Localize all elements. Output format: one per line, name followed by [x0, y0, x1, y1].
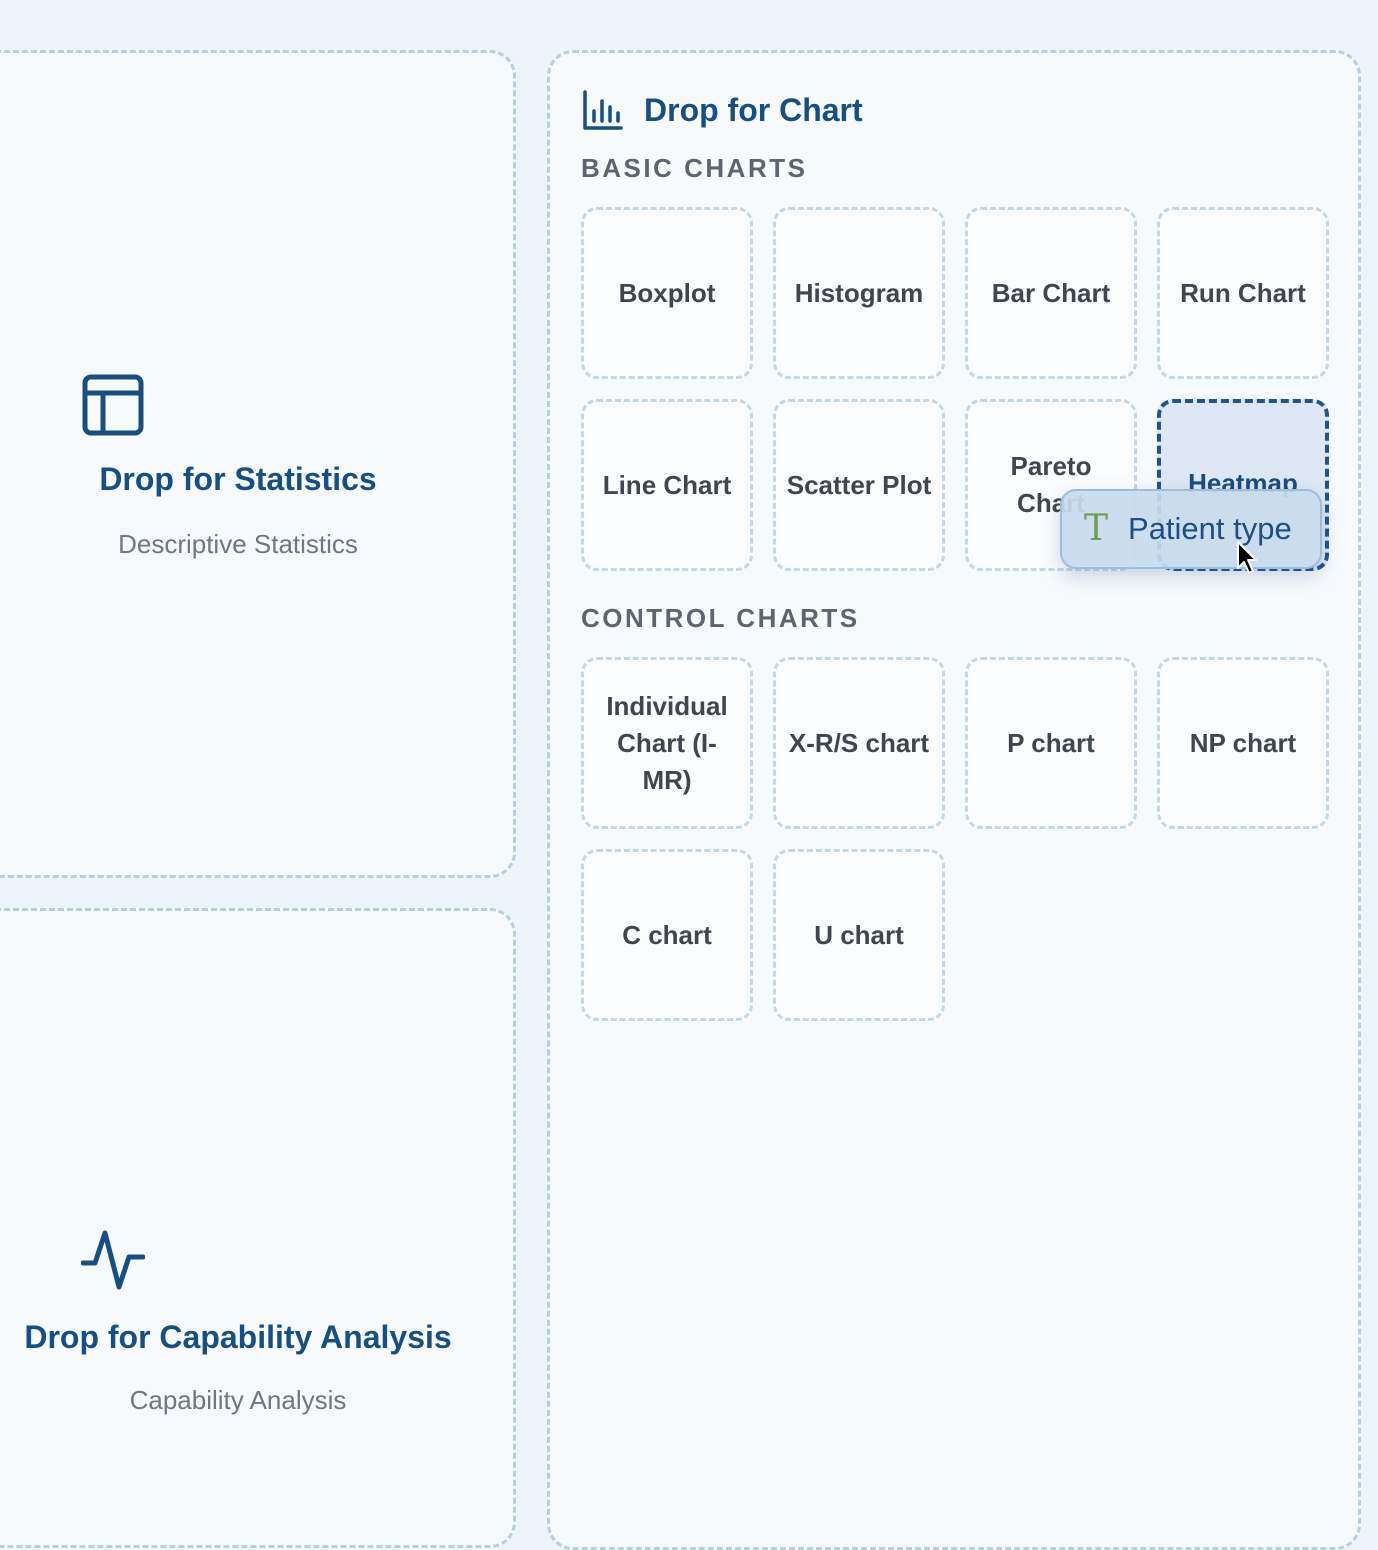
- chart-option-label: Run Chart: [1180, 277, 1306, 308]
- chart-option-label: U chart: [814, 919, 904, 950]
- chart-option-label: NP chart: [1189, 727, 1297, 758]
- statistics-zone-title: Drop for Statistics: [99, 461, 377, 497]
- basic-charts-heading: BASIC CHARTS: [581, 153, 808, 183]
- chart-option-scatter-plot[interactable]: Scatter Plot: [773, 399, 945, 571]
- chart-option-boxplot[interactable]: Boxplot: [581, 207, 753, 379]
- dragged-field-chip[interactable]: T Patient type: [1060, 489, 1322, 569]
- chart-option-label: Histogram: [794, 277, 924, 308]
- control-charts-heading: CONTROL CHARTS: [581, 603, 860, 633]
- control-charts-grid: Individual Chart (I-MR) X-R/S chart P char…: [581, 657, 1329, 1021]
- mouse-pointer-icon: [1237, 541, 1257, 574]
- chart-option-x-r-s-chart[interactable]: X-R/S chart: [773, 657, 945, 829]
- table-icon: [82, 374, 144, 436]
- chart-option-label: Scatter Plot: [786, 469, 932, 500]
- chart-option-label: C chart: [622, 919, 712, 950]
- chart-option-u-chart[interactable]: U chart: [773, 849, 945, 1021]
- chart-drop-zone[interactable]: Drop for Chart BASIC CHARTS Boxplot Histo…: [547, 50, 1361, 1550]
- statistics-drop-zone[interactable]: Drop for Statistics Descriptive Statisti…: [0, 50, 516, 878]
- chart-option-label: Individual Chart (I-MR): [606, 690, 728, 795]
- chart-zone-title: Drop for Chart: [644, 91, 863, 128]
- chart-option-bar-chart[interactable]: Bar Chart: [965, 207, 1137, 379]
- capability-zone-title: Drop for Capability Analysis: [24, 1319, 452, 1355]
- chart-option-label: Bar Chart: [991, 277, 1111, 308]
- chart-option-run-chart[interactable]: Run Chart: [1157, 207, 1329, 379]
- chart-option-label: Line Chart: [602, 469, 732, 500]
- capability-zone-subtitle: Capability Analysis: [129, 1385, 347, 1415]
- statistics-zone-subtitle: Descriptive Statistics: [118, 529, 358, 559]
- bar-chart-icon: [583, 90, 623, 130]
- chart-option-histogram[interactable]: Histogram: [773, 207, 945, 379]
- chart-option-label: P chart: [1007, 727, 1095, 758]
- capability-drop-zone[interactable]: Drop for Capability Analysis Capability …: [0, 908, 516, 1548]
- chart-option-np-chart[interactable]: NP chart: [1157, 657, 1329, 829]
- dragged-field-label: Patient type: [1128, 511, 1292, 546]
- activity-icon: [81, 1230, 145, 1290]
- chart-option-individual-chart-i-mr[interactable]: Individual Chart (I-MR): [581, 657, 753, 829]
- chart-option-label: X-R/S chart: [788, 727, 930, 758]
- chart-zone-header: Drop for Chart: [582, 89, 863, 131]
- chart-option-label: Boxplot: [618, 277, 716, 308]
- chart-option-line-chart[interactable]: Line Chart: [581, 399, 753, 571]
- chart-option-p-chart[interactable]: P chart: [965, 657, 1137, 829]
- text-type-icon: T: [1084, 508, 1109, 549]
- chart-option-c-chart[interactable]: C chart: [581, 849, 753, 1021]
